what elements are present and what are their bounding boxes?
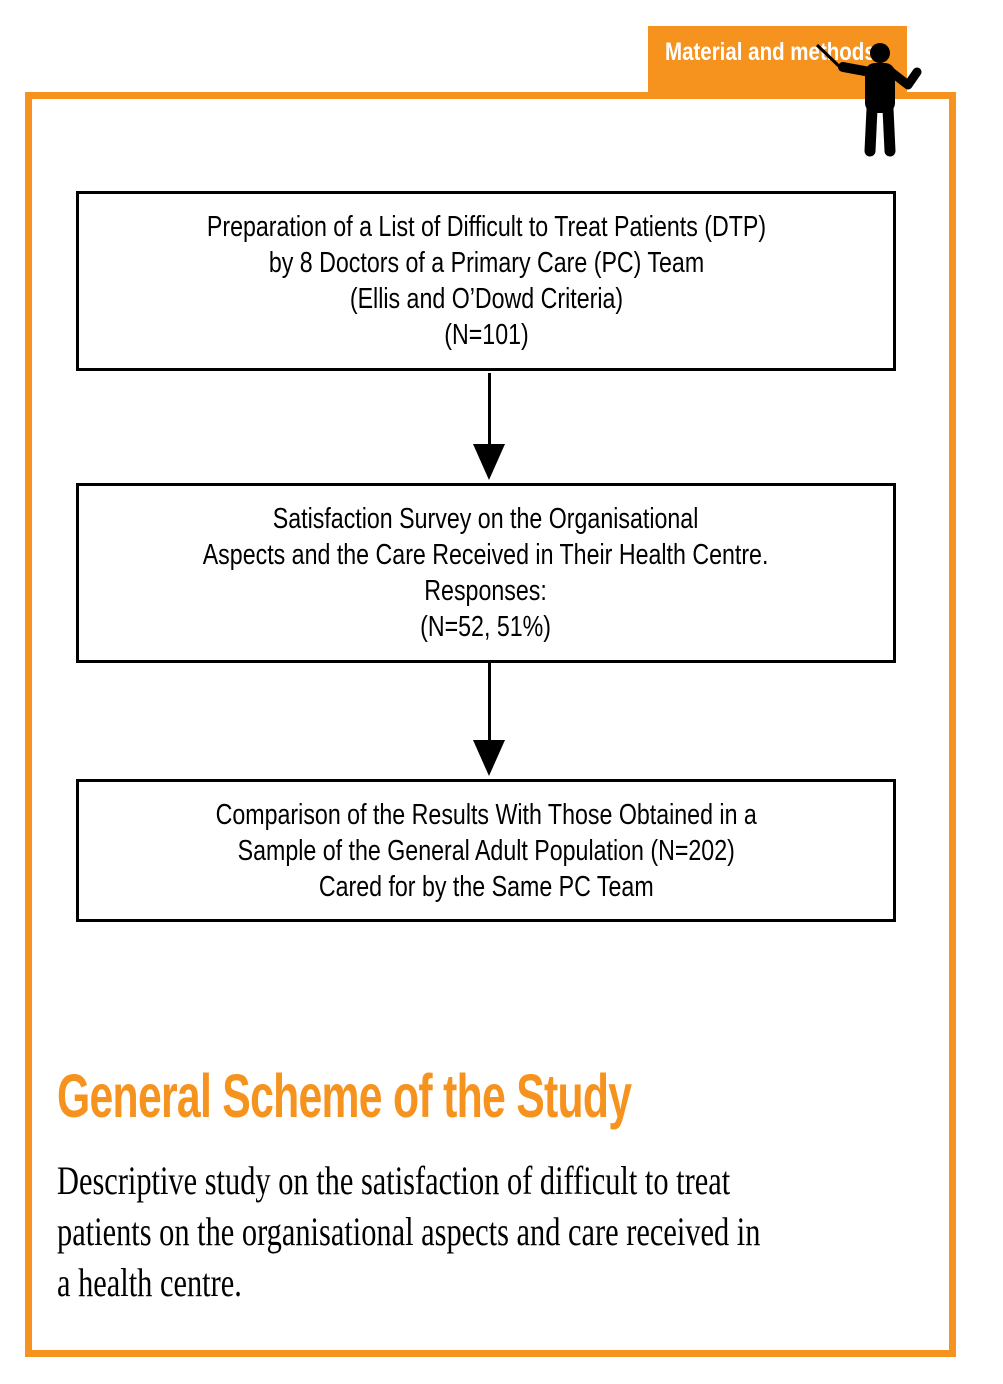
flow-box-line: Aspects and the Care Received in Their H…	[203, 539, 769, 571]
down-arrow	[473, 663, 505, 776]
description-line: patients on the organisational aspects a…	[57, 1209, 761, 1254]
page-frame	[25, 92, 956, 1357]
down-arrow-stem	[487, 373, 491, 444]
down-arrow-head	[473, 740, 505, 776]
description-line: Descriptive study on the satisfaction of…	[57, 1158, 731, 1203]
flow-box-line: (Ellis and O’Dowd Criteria)	[349, 283, 623, 315]
flow-box-survey-text: Satisfaction Survey on the Organisationa…	[203, 501, 769, 645]
flow-box-line: by 8 Doctors of a Primary Care (PC) Team	[268, 247, 704, 279]
section-tab: Material and methods	[648, 26, 907, 92]
flow-box-line: Comparison of the Results With Those Obt…	[215, 798, 757, 831]
down-arrow	[473, 373, 505, 480]
flow-box-survey: Satisfaction Survey on the Organisationa…	[76, 483, 896, 663]
presenter-with-pointer-icon	[815, 43, 922, 157]
description-line: a health centre.	[57, 1260, 242, 1305]
flow-box-comparison: Comparison of the Results With Those Obt…	[76, 779, 896, 922]
flow-box-line: (N=101)	[443, 319, 529, 351]
down-arrow-head	[473, 444, 505, 480]
flow-box-line: Preparation of a List of Difficult to Tr…	[206, 211, 766, 243]
flow-box-comparison-text: Comparison of the Results With Those Obt…	[215, 797, 756, 905]
page-title: General Scheme of the Study	[57, 1062, 632, 1130]
flow-box-line: Responses:	[424, 575, 548, 607]
flow-box-line: Cared for by the Same PC Team	[318, 870, 654, 903]
flow-box-preparation-text: Preparation of a List of Difficult to Tr…	[206, 209, 765, 353]
description-paragraph: Descriptive study on the satisfaction of…	[57, 1155, 983, 1308]
flow-box-line: (N=52, 51%)	[420, 611, 552, 643]
down-arrow-stem	[487, 663, 491, 740]
flow-box-preparation: Preparation of a List of Difficult to Tr…	[76, 191, 896, 371]
flow-box-line: Satisfaction Survey on the Organisationa…	[273, 503, 699, 535]
flow-box-line: Sample of the General Adult Population (…	[237, 834, 735, 867]
section-tab-label: Material and methods	[665, 38, 876, 66]
